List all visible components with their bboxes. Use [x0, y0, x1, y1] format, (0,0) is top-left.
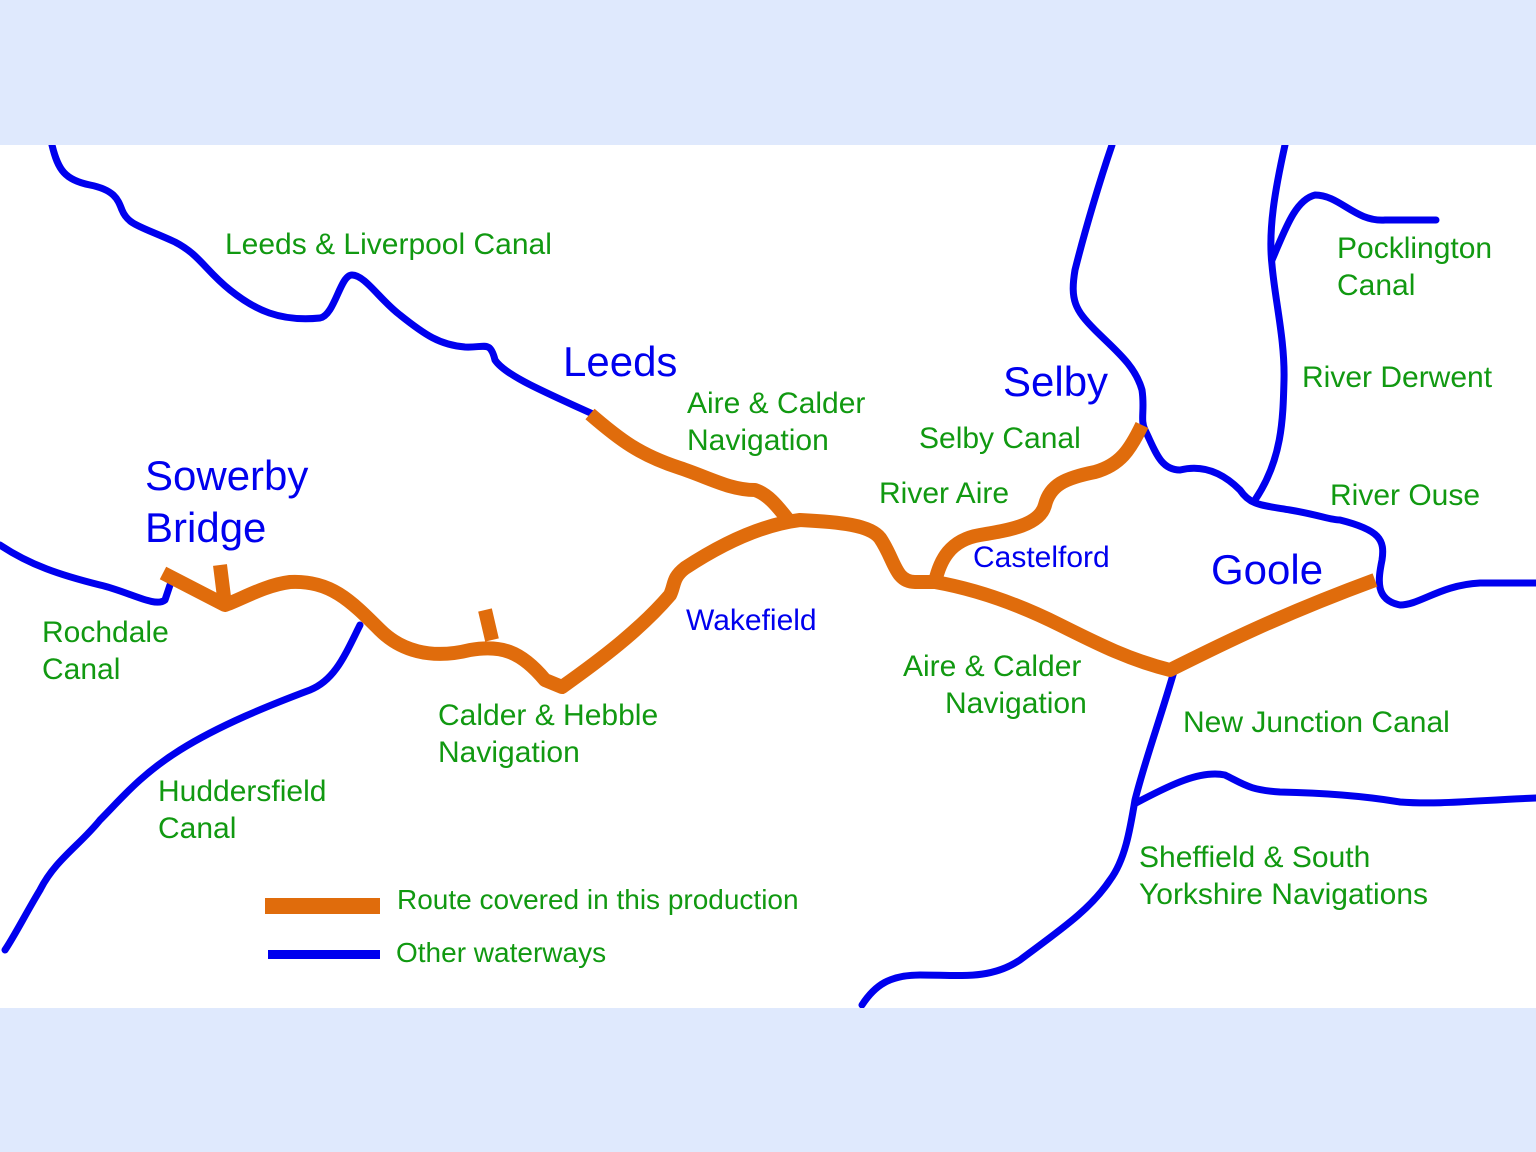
legend-route-swatch [265, 898, 380, 914]
label-new-junction-canal: New Junction Canal [1183, 706, 1450, 739]
label-pocklington-1: Pocklington [1337, 232, 1493, 265]
legend-route-label: Route covered in this production [397, 884, 799, 915]
selby-canal-route [928, 421, 1149, 584]
legend-other-swatch [268, 950, 380, 959]
aire-calder-goole-route [933, 573, 1378, 677]
map-lines [0, 145, 1536, 1008]
label-river-derwent: River Derwent [1302, 361, 1493, 394]
label-huddersfield-1: Huddersfield [158, 775, 327, 808]
new-junction-canal-line [858, 664, 1179, 1008]
legend-other-label: Other waterways [396, 937, 607, 968]
huddersfield-canal-line [1, 621, 364, 954]
label-sheffield-2: Yorkshire Navigations [1139, 878, 1429, 911]
label-aire-calder-north-2: Navigation [687, 424, 829, 457]
town-label-goole: Goole [1211, 546, 1324, 593]
river-ouse-north-line [1069, 145, 1536, 609]
label-river-aire: River Aire [879, 477, 1010, 510]
label-selby-canal: Selby Canal [919, 422, 1081, 455]
town-label-bridge: Bridge [145, 504, 267, 551]
label-aire-calder-north-1: Aire & Calder [687, 387, 866, 420]
label-aire-calder-south-1: Aire & Calder [903, 650, 1082, 683]
label-huddersfield-2: Canal [158, 812, 237, 845]
river-derwent-line [1251, 145, 1289, 504]
sheffield-south-yorkshire-line [1132, 770, 1536, 807]
leeds-liverpool-canal-line [48, 145, 599, 419]
label-river-ouse: River Ouse [1330, 479, 1481, 512]
town-label-wakefield: Wakefield [686, 604, 817, 637]
label-aire-calder-south-2: Navigation [945, 687, 1087, 720]
label-leeds-liverpool-canal: Leeds & Liverpool Canal [225, 228, 552, 261]
waterways-map [0, 145, 1536, 1008]
label-calder-hebble-1: Calder & Hebble [438, 699, 659, 732]
pocklington-canal-line [1268, 191, 1440, 264]
label-sheffield-1: Sheffield & South [1139, 841, 1371, 874]
rochdale-canal-line [0, 541, 174, 606]
label-calder-hebble-2: Navigation [438, 736, 580, 769]
town-label-sowerby: Sowerby [145, 452, 309, 499]
town-label-selby: Selby [1003, 358, 1109, 405]
label-pocklington-2: Canal [1337, 269, 1416, 302]
town-label-leeds: Leeds [563, 338, 678, 385]
calder-hebble-route [159, 513, 935, 694]
label-rochdale-2: Canal [42, 653, 121, 686]
label-rochdale-1: Rochdale [42, 616, 169, 649]
aire-calder-leeds-route [585, 408, 796, 527]
town-label-castelford: Castelford [973, 541, 1110, 574]
